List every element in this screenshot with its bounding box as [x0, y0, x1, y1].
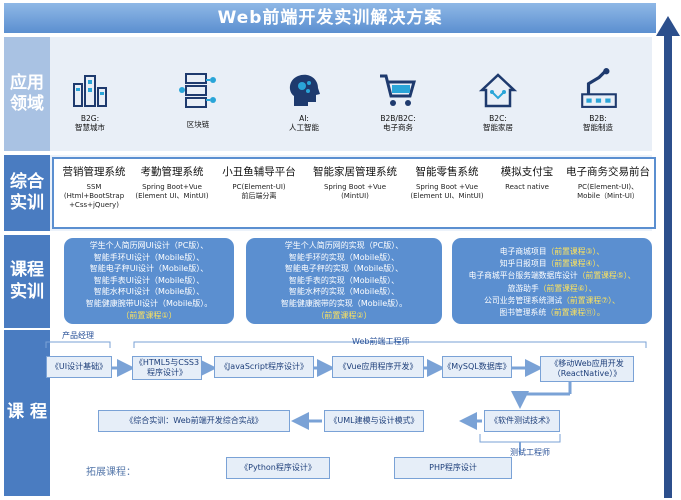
- course-line: 智能健康腕带的实现（Mobile版）。: [280, 298, 408, 308]
- smart-home-icon: [478, 73, 518, 108]
- role-label-web-engineer: Web前端工程师: [352, 337, 410, 346]
- progress-up-arrow-icon: [656, 16, 680, 498]
- course-line: 知乎日报项目（前置课程④）、: [499, 259, 605, 269]
- domain-label-blockchain: 区块链: [186, 120, 210, 129]
- blockchain-icon: [179, 73, 216, 108]
- system-title: 智能零售系统: [415, 166, 479, 178]
- system-desc: Spring Boot +Vue (Element UI、MintUI): [410, 183, 484, 201]
- system-desc: SSM (Html+BootStrap +Css+jQuery): [63, 183, 125, 210]
- course-group-1: 学生个人简历网UI设计（PC版）、 智能手环UI设计（Mobile版）、 智能电…: [64, 238, 234, 324]
- application-row-background: [4, 37, 652, 151]
- course-mysql: 《MySQL数据库》: [442, 356, 512, 378]
- course-line: 智能水杯的实现（Mobile版）、: [288, 287, 400, 297]
- page-title: Web前端开发实训解决方案: [4, 3, 656, 33]
- course-line: 智能手表的实现（Mobile版）、: [288, 275, 400, 285]
- system-desc: React native: [505, 183, 549, 191]
- cart-icon: [380, 74, 416, 106]
- domain-smart-city: [70, 70, 110, 114]
- course-line: 学生个人简历网的实现（PC版）、: [284, 241, 404, 250]
- domain-label-smart-home: B2C: 智能家居: [483, 114, 513, 133]
- role-label-test-engineer: 测试工程师: [510, 448, 550, 457]
- domain-blockchain: [178, 70, 218, 114]
- domain-label-ecommerce: B2B/B2C: 电子商务: [380, 114, 416, 133]
- section-label-training: 综合 实训: [4, 155, 50, 231]
- course-line: 智能电子秤UI设计（Mobile版）、: [89, 264, 209, 274]
- course-line: 智能手表UI设计（Mobile版）、: [93, 275, 205, 285]
- course-group-3: 电子商城项目（前置课程③）、 知乎日报项目（前置课程④）、 电子商城平台服务端数…: [452, 238, 652, 324]
- section-label-course-training: 课程 实训: [4, 235, 50, 328]
- extension-course-label: 拓展课程：: [86, 467, 136, 478]
- system-title: 小丑鱼辅导平台: [222, 166, 296, 178]
- prerequisite-tag: （前置课程②）: [316, 310, 372, 320]
- domain-smart-manufacturing: [578, 66, 620, 114]
- course-line: 智能水杯UI设计（Mobile版）、: [93, 287, 205, 297]
- course-line: 智能手环的实现（Mobile版）、: [288, 252, 400, 262]
- domain-label-smart-manufacturing: B2B: 智能制造: [583, 114, 613, 133]
- factory-icon: [581, 68, 617, 108]
- section-label-course: 课 程: [4, 330, 50, 496]
- domain-label-ai: AI: 人工智能: [289, 114, 319, 133]
- course-line: 智能健康腕带UI设计（Mobile版）。: [85, 298, 213, 308]
- course-software-testing: 《软件测试技术》: [484, 410, 560, 432]
- course-group-2: 学生个人简历网的实现（PC版）、 智能手环的实现（Mobile版）、 智能电子秤…: [246, 238, 442, 324]
- system-title: 模拟支付宝: [500, 166, 554, 178]
- systems-panel: [52, 157, 656, 229]
- course-line: 电子商城平台服务端数据库设计（前置课程⑤）、: [468, 271, 636, 281]
- course-path-connectors: [45, 341, 647, 454]
- role-label-product-manager: 产品经理: [62, 331, 94, 340]
- system-title: 营销管理系统: [62, 166, 126, 178]
- system-title: 考勤管理系统: [140, 166, 204, 178]
- domain-ai: [284, 70, 324, 114]
- system-desc: Spring Boot +Vue (MintUI): [323, 183, 387, 201]
- domain-ecommerce: [378, 70, 418, 114]
- course-html5-css3: 《HTML5与CSS3 程序设计》: [132, 356, 202, 380]
- system-title: 电子商务交易前台: [566, 166, 650, 178]
- course-web-comprehensive-training: 《综合实训：Web前端开发综合实战》: [98, 410, 290, 432]
- ai-head-icon: [289, 74, 320, 106]
- domain-smart-home: [478, 70, 518, 114]
- domain-label-smart-city: B2G: 智慧城市: [75, 114, 105, 133]
- system-desc: PC(Element-UI) 前后端分离: [232, 183, 286, 201]
- course-line: 智能电子秤的实现（Mobile版）、: [284, 264, 404, 274]
- system-title: 智能家居管理系统: [313, 166, 397, 178]
- course-line: 电子商城项目（前置课程③）、: [499, 247, 605, 256]
- section-label-application: 应用 领域: [4, 37, 50, 151]
- system-desc: Spring Boot+Vue (Element UI、MintUI): [135, 183, 209, 201]
- course-line: 学生个人简历网UI设计（PC版）、: [89, 241, 209, 250]
- course-line: 图书管理系统（前置课程⑪）。: [499, 308, 605, 318]
- course-ui-basics: 《UI设计基础》: [46, 356, 112, 378]
- course-mobile-web: 《移动Web应用开发 （ReactNative）》: [540, 356, 634, 382]
- system-desc: PC(Element-UI)、 Mobile（Mint-UI）: [577, 183, 639, 201]
- prerequisite-tag: （前置课程①）: [121, 310, 177, 320]
- course-php: PHP程序设计: [394, 457, 512, 479]
- course-uml: 《UML建模与设计模式》: [324, 410, 424, 432]
- course-vue: 《Vue应用程序开发》: [332, 356, 424, 378]
- course-line: 公司业务管理系统测试（前置课程⑦）、: [484, 295, 620, 305]
- course-javascript: 《JavaScript程序设计》: [214, 356, 314, 378]
- course-line: 旅游助手（前置课程⑥）、: [507, 283, 597, 293]
- city-icon: [73, 75, 107, 107]
- course-python: 《Python程序设计》: [226, 457, 330, 479]
- course-line: 智能手环UI设计（Mobile版）、: [93, 252, 205, 262]
